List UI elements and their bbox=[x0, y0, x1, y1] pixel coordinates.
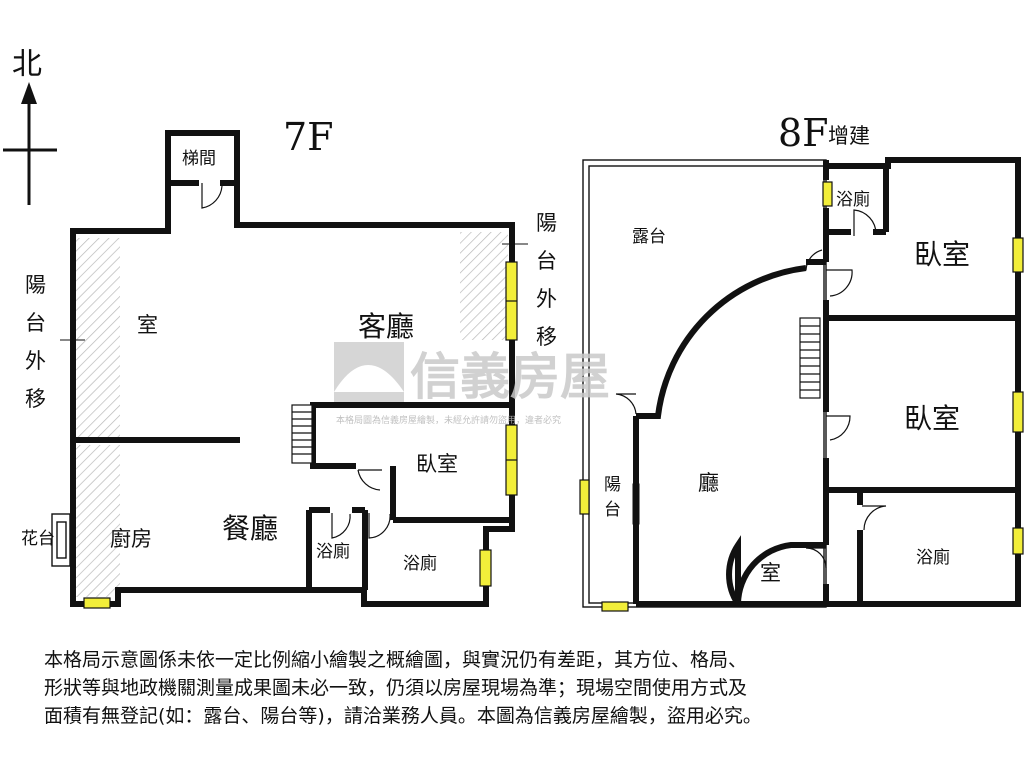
windows-8f bbox=[579, 181, 1024, 612]
floor-7f-title: 7F bbox=[283, 115, 334, 159]
label-balcony-8f-2: 台 bbox=[604, 500, 621, 520]
label-bedroom2-8f: 臥室 bbox=[904, 402, 960, 435]
window-kitchen bbox=[83, 597, 111, 609]
label-balcony-left-2: 台 bbox=[25, 311, 46, 335]
disclaimer-line-2: 形狀等與地政機關測量成果圖未必一致，仍須以房屋現場為準；現場空間使用方式及 bbox=[44, 677, 748, 699]
watermark-notice: 本格局圖為信義房屋繪製，未經允許請勿盜用，違者必究 bbox=[336, 414, 561, 426]
label-bedroom-7f: 臥室 bbox=[416, 452, 458, 476]
window-balcony bbox=[579, 479, 590, 515]
window-bath-top bbox=[822, 181, 833, 207]
stairs-7f bbox=[291, 404, 313, 464]
label-living: 客廳 bbox=[358, 310, 414, 343]
label-balcony-right-4: 移 bbox=[536, 325, 557, 349]
doors-8f bbox=[615, 209, 887, 569]
label-bath2-7f: 浴廁 bbox=[403, 553, 437, 574]
hatch-balcony-right bbox=[460, 232, 508, 340]
label-balcony-8f-1: 陽 bbox=[604, 475, 621, 495]
floor-7f-plan: 7F 梯間 陽 台 外 移 陽 台 外 移 室 客廳 臥室 廚房 餐廳 浴廁 浴… bbox=[21, 115, 557, 609]
watermark-logo-icon bbox=[334, 342, 404, 402]
label-bath-bottom-8f: 浴廁 bbox=[916, 547, 950, 568]
window-bottom bbox=[601, 601, 629, 612]
stairs-8f bbox=[799, 317, 821, 399]
planter-7f bbox=[51, 513, 71, 567]
label-balcony-right-2: 台 bbox=[536, 249, 557, 273]
floor-8f-title: 8F bbox=[778, 111, 829, 155]
label-terrace: 露台 bbox=[632, 227, 666, 247]
label-balcony-left-3: 外 bbox=[25, 349, 46, 373]
label-kitchen: 廚房 bbox=[110, 527, 152, 551]
disclaimer-line-3: 面積有無登記(如：露台、陽台等)，請洽業務人員。本圖為信義房屋繪製，盜用必究。 bbox=[44, 705, 762, 727]
label-room-7f: 室 bbox=[137, 313, 158, 337]
label-stair: 梯間 bbox=[182, 149, 216, 169]
label-balcony-right-1: 陽 bbox=[536, 211, 557, 235]
window-bath bbox=[479, 549, 492, 587]
walls-7f bbox=[70, 130, 515, 607]
label-balcony-left-4: 移 bbox=[25, 387, 46, 411]
label-balcony-right-3: 外 bbox=[536, 287, 557, 311]
hatch-balcony-left bbox=[73, 238, 120, 438]
floor-8f-plan: 8F 增建 露台 浴廁 臥室 臥室 廳 陽 台 室 浴廁 bbox=[579, 111, 1024, 612]
compass: 北 bbox=[3, 47, 57, 205]
window-bedroom1 bbox=[1012, 237, 1024, 273]
window-bedroom2 bbox=[1012, 391, 1024, 433]
label-dining: 餐廳 bbox=[222, 512, 278, 545]
label-bath1-7f: 浴廁 bbox=[316, 541, 350, 562]
label-bath-top-8f: 浴廁 bbox=[836, 189, 870, 210]
watermark: 信義房屋 本格局圖為信義房屋繪製，未經允許請勿盜用，違者必究 bbox=[334, 342, 610, 426]
doors-7f bbox=[201, 183, 391, 539]
hatch-kitchen-side bbox=[73, 445, 120, 597]
label-balcony-left-1: 陽 bbox=[25, 273, 46, 297]
terrace-outline-8f bbox=[582, 159, 827, 608]
walls-8f bbox=[633, 157, 1021, 607]
windows-7f bbox=[83, 261, 518, 609]
window-bath-bottom bbox=[1012, 527, 1024, 555]
disclaimer-line-1: 本格局示意圖係未依一定比例縮小繪製之概繪圖，與實況仍有差距，其方位、格局、 bbox=[44, 649, 748, 671]
glass-door-8f bbox=[632, 483, 640, 525]
label-bedroom1-8f: 臥室 bbox=[914, 238, 970, 271]
floor-8f-title-suffix: 增建 bbox=[828, 124, 870, 148]
label-room-8f: 室 bbox=[760, 561, 781, 585]
disclaimer: 本格局示意圖係未依一定比例縮小繪製之概繪圖，與實況仍有差距，其方位、格局、 形狀… bbox=[44, 646, 984, 730]
label-hall-8f: 廳 bbox=[698, 471, 719, 495]
watermark-brand: 信義房屋 bbox=[410, 348, 610, 406]
north-arrow-icon bbox=[21, 82, 37, 104]
compass-label: 北 bbox=[12, 47, 42, 82]
label-planter: 花台 bbox=[21, 529, 55, 549]
